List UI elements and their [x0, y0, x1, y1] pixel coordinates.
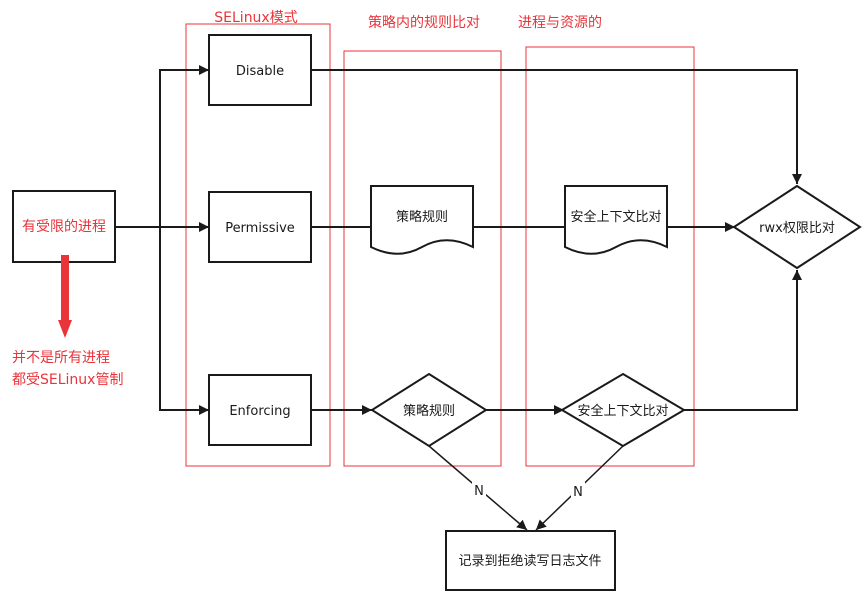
- disable-to-rwx-line: [311, 69, 802, 184]
- security-context-decision: [560, 372, 686, 448]
- annotation-line-1: 并不是所有进程: [12, 350, 110, 366]
- rwx-permission-decision: [732, 184, 862, 270]
- deny-log-label: 记录到拒绝读写日志文件: [458, 553, 601, 569]
- rwx-permission-decision-label: rwx权限比对: [759, 220, 835, 236]
- permissive-mode-label: Permissive: [225, 221, 295, 236]
- security-context-decision-label: 安全上下文比对: [577, 403, 668, 419]
- annotation-arrow-shaft: [61, 255, 69, 323]
- policy-rule-document-label: 策略规则: [396, 209, 448, 225]
- disable-mode-label: Disable: [236, 64, 284, 79]
- security-context-document-label: 安全上下文比对: [570, 209, 661, 225]
- annotation-line-2: 都受SELinux管制: [12, 372, 123, 388]
- deny-log-box: [445, 530, 616, 591]
- permissive-mode-box: [208, 191, 312, 263]
- context-group-frame: [525, 46, 695, 467]
- security-context-document: [564, 185, 668, 255]
- modes-group-frame: [185, 23, 331, 467]
- disable-mode-box: [208, 34, 312, 106]
- context-group-label: 进程与资源的: [518, 15, 602, 31]
- restricted-process-label: 有受限的进程: [22, 219, 106, 235]
- context-no-label: N: [573, 485, 583, 500]
- branch-to-disable-line: [159, 65, 209, 227]
- policy-group-frame: [343, 50, 502, 467]
- annotation-arrow-head: [58, 320, 72, 338]
- policy-rule-document: [370, 185, 474, 255]
- branch-to-enforcing-line: [159, 227, 209, 415]
- policy-no-label: N: [474, 484, 484, 499]
- policy-rule-decision: [370, 372, 488, 448]
- policy-rule-decision-label: 策略规则: [403, 403, 455, 419]
- enforcing-mode-box: [208, 374, 312, 446]
- policy-group-label: 策略内的规则比对: [368, 14, 480, 31]
- enforcing-mode-label: Enforcing: [229, 404, 290, 419]
- modes-group-label: SELinux模式: [214, 10, 297, 26]
- context-decision-to-rwx-line: [684, 270, 802, 411]
